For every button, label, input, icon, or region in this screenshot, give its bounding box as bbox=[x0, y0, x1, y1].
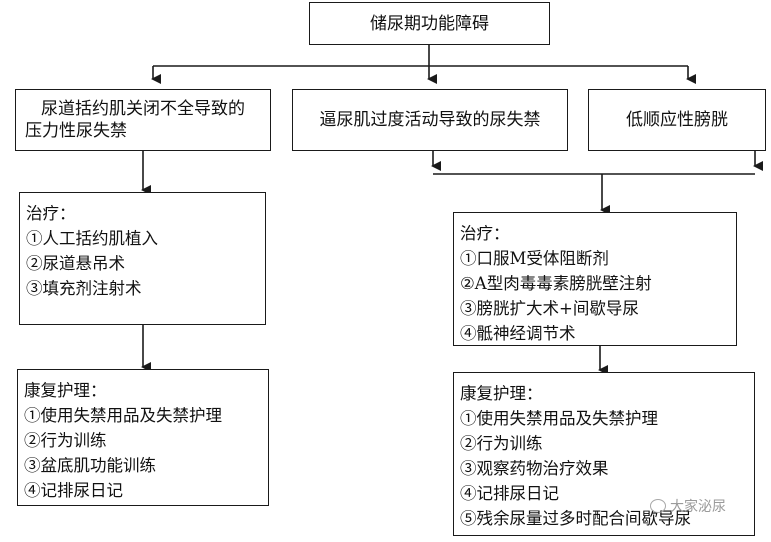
treatment-item: ③膀胱扩大术+间歇导尿 bbox=[460, 299, 639, 318]
cause-box-low-compliance-bladder: 低顺应性膀胱 bbox=[588, 89, 766, 151]
cause-box-detrusor-overactivity: 逼尿肌过度活动导致的尿失禁 bbox=[292, 89, 568, 151]
right-treatment-box: 治疗： ①口服M受体阻断剂 ②A型肉毒毒素膀胱壁注射 ③膀胱扩大术+间歇导尿 ④… bbox=[453, 212, 737, 346]
watermark: 大家泌尿 bbox=[650, 496, 726, 516]
nursing-item: ③观察药物治疗效果 bbox=[460, 459, 609, 478]
nursing-item: ①使用失禁用品及失禁护理 bbox=[24, 406, 222, 425]
nursing-heading: 康复护理： bbox=[24, 381, 107, 400]
left-treatment-box: 治疗： ①人工括约肌植入 ②尿道悬吊术 ③填充剂注射术 bbox=[19, 192, 266, 325]
treatment-item: ④骶神经调节术 bbox=[460, 324, 576, 343]
cause-label-line2: 压力性尿失禁 bbox=[25, 121, 127, 141]
watermark-text: 大家泌尿 bbox=[670, 499, 726, 515]
nursing-heading: 康复护理： bbox=[460, 384, 543, 403]
cause-label: 逼尿肌过度活动导致的尿失禁 bbox=[319, 110, 541, 130]
treatment-item: ②A型肉毒毒素膀胱壁注射 bbox=[460, 274, 652, 293]
treatment-item: ③填充剂注射术 bbox=[26, 279, 142, 298]
nursing-item: ④记排尿日记 bbox=[460, 484, 559, 503]
wechat-icon bbox=[650, 499, 666, 513]
cause-label-line1: 尿道括约肌关闭不全导致的 bbox=[41, 99, 245, 119]
nursing-item: ④记排尿日记 bbox=[24, 481, 123, 500]
top-box: 储尿期功能障碍 bbox=[309, 2, 550, 45]
nursing-item: ②行为训练 bbox=[460, 434, 543, 453]
treatment-heading: 治疗： bbox=[460, 224, 510, 243]
left-nursing-box: 康复护理： ①使用失禁用品及失禁护理 ②行为训练 ③盆底肌功能训练 ④记排尿日记 bbox=[17, 369, 269, 506]
treatment-heading: 治疗： bbox=[26, 204, 76, 223]
treatment-item: ②尿道悬吊术 bbox=[26, 254, 125, 273]
cause-label: 低顺应性膀胱 bbox=[626, 110, 728, 130]
nursing-item: ⑤残余尿量过多时配合间歇导尿 bbox=[460, 509, 691, 528]
treatment-item: ①口服M受体阻断剂 bbox=[460, 249, 609, 268]
right-nursing-box: 康复护理： ①使用失禁用品及失禁护理 ②行为训练 ③观察药物治疗效果 ④记排尿日… bbox=[453, 372, 755, 536]
nursing-item: ①使用失禁用品及失禁护理 bbox=[460, 409, 658, 428]
nursing-item: ③盆底肌功能训练 bbox=[24, 456, 156, 475]
cause-box-stress-incontinence: 尿道括约肌关闭不全导致的 压力性尿失禁 bbox=[15, 89, 271, 151]
treatment-item: ①人工括约肌植入 bbox=[26, 229, 158, 248]
nursing-item: ②行为训练 bbox=[24, 431, 107, 450]
top-label: 储尿期功能障碍 bbox=[370, 13, 489, 34]
